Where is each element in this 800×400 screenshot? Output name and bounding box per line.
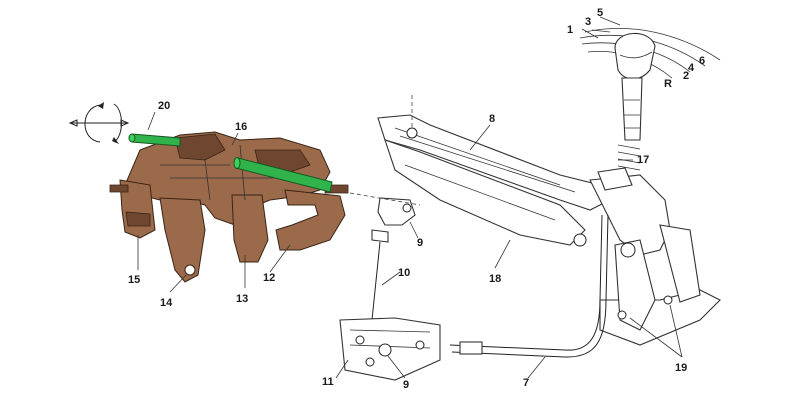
callout-13: 13 [236,293,248,305]
callout-14: 14 [160,297,173,309]
callout-17: 17 [637,154,649,166]
callout-15: 15 [128,274,140,286]
callout-19: 19 [675,362,687,374]
gear-knob-and-gate [579,28,721,171]
callout-labels: 1 2 3 4 5 6 R 7 8 9 9 10 11 12 13 14 15 … [128,7,705,391]
callout-9-upper: 9 [417,237,423,249]
callout-4: 4 [688,62,695,74]
mounting-bracket [589,167,721,346]
callout-8: 8 [489,113,495,125]
callout-1: 1 [567,24,573,36]
selector-rod [349,192,421,321]
shift-fork-assembly [109,131,349,283]
callout-2: 2 [683,70,689,82]
callout-10: 10 [398,267,410,279]
leader-lines [137,16,683,379]
motion-arrows [68,102,130,144]
callout-20: 20 [158,100,170,112]
callout-7: 7 [523,377,529,389]
callout-3: 3 [585,16,591,28]
callout-9-lower: 9 [403,379,409,391]
callout-11: 11 [322,376,334,388]
callout-12: 12 [263,272,275,284]
callout-5: 5 [597,7,603,19]
selector-rails [128,133,333,193]
lower-selector-bracket [339,317,441,381]
shift-cable [449,214,609,358]
callout-18: 18 [489,273,501,285]
callout-16: 16 [235,121,247,133]
callout-6: 6 [699,55,705,67]
upper-linkage [377,95,611,247]
callout-R: R [664,78,672,90]
